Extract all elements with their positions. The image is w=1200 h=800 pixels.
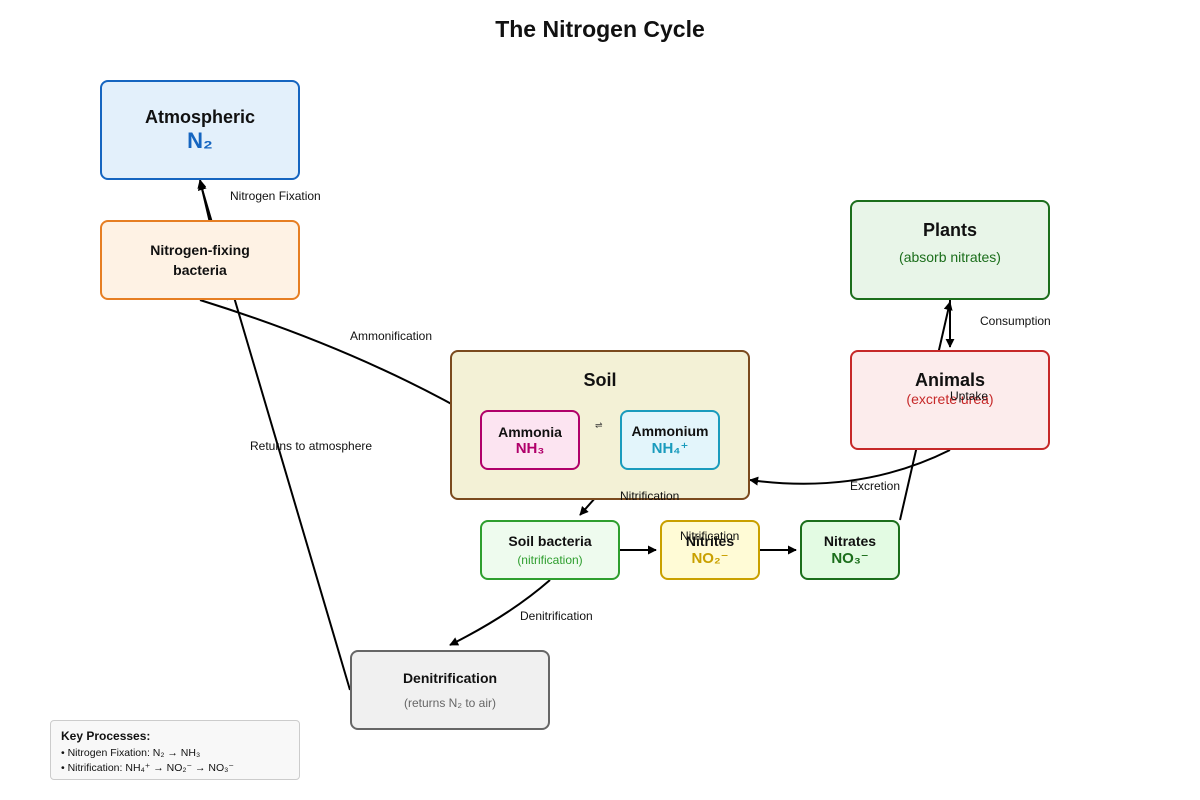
- nitrates-box: Nitrates NO₃⁻: [800, 520, 900, 580]
- animals-box: Animals (excrete urea): [850, 350, 1050, 450]
- ammonia-formula: NH₃: [515, 439, 545, 457]
- denitrification-arrow: [449, 579, 551, 646]
- diagram-title: The Nitrogen Cycle: [495, 16, 705, 42]
- ammonia-label: Ammonia: [498, 423, 562, 440]
- fixing-bacteria-label-line2: bacteria: [173, 262, 227, 278]
- legend-title: Key Processes:: [61, 729, 151, 743]
- plants-box: Plants (absorb nitrates): [850, 200, 1050, 300]
- ammonium-box: Ammonium NH₄⁺: [620, 410, 720, 470]
- plants-note: (absorb nitrates): [899, 249, 1001, 265]
- ammonia-box: Ammonia NH₃: [480, 410, 580, 470]
- ammonification-arrow: [199, 299, 481, 421]
- nitrates-label: Nitrates: [823, 533, 877, 549]
- soil-bacteria-note: (nitrification): [517, 553, 583, 567]
- legend-item-fixation: • Nitrogen Fixation: N₂ → NH₃: [61, 747, 201, 759]
- nitrogen-fixing-bacteria-box: Nitrogen-fixing bacteria: [100, 220, 300, 300]
- atmospheric-formula: N₂: [187, 127, 213, 153]
- legend-item-nitrification: • Nitrification: NH₄⁺ → NO₂⁻ → NO₃⁻: [61, 762, 234, 774]
- animals-note: (excrete urea): [906, 391, 994, 407]
- soil-label: Soil: [583, 370, 617, 390]
- edge-label-nitrification-2: Nitrification: [680, 529, 740, 543]
- excretion-arrow: [749, 449, 951, 486]
- edge-label-consumption: Consumption: [980, 314, 1051, 328]
- plants-label: Plants: [922, 220, 978, 240]
- edge-label-returns-to-atmosphere: Returns to atmosphere: [250, 439, 373, 453]
- nitrates-formula: NO₃⁻: [831, 550, 869, 567]
- denitrification-label: Denitrification: [402, 670, 498, 686]
- fixing-bacteria-label-line1: Nitrogen-fixing: [150, 242, 250, 258]
- atmospheric-label: Atmospheric: [144, 106, 256, 127]
- nitrites-formula: NO₂⁻: [691, 550, 729, 567]
- soil-bacteria-box: Soil bacteria (nitrification): [480, 520, 620, 580]
- equilibrium-symbol: ⇌: [595, 420, 603, 430]
- denitrification-box: Denitrification (returns N₂ to air): [350, 650, 550, 730]
- denitrification-note: (returns N₂ to air): [403, 696, 496, 710]
- soil-bacteria-label: Soil bacteria: [508, 533, 592, 549]
- ammonium-formula: NH₄⁺: [651, 440, 689, 457]
- key-processes-legend: Key Processes: • Nitrogen Fixation: N₂ →…: [50, 720, 300, 780]
- nitrites-box: Nitrites NO₂⁻: [660, 520, 760, 580]
- edge-label-nitrification-1: Nitrification: [620, 489, 680, 503]
- edge-label-uptake: Uptake: [950, 389, 989, 403]
- ammonium-label: Ammonium: [631, 423, 709, 439]
- animals-label: Animals: [914, 370, 986, 390]
- edge-label-ammonification: Ammonification: [350, 329, 433, 343]
- atmospheric-n2-box: Atmospheric N₂: [100, 80, 300, 180]
- edge-label-nitrogen-fixation: Nitrogen Fixation: [230, 189, 321, 203]
- nitrites-label: Nitrites: [685, 533, 735, 549]
- edge-label-excretion: Excretion: [850, 479, 901, 493]
- edge-label-denitrification: Denitrification: [520, 609, 593, 623]
